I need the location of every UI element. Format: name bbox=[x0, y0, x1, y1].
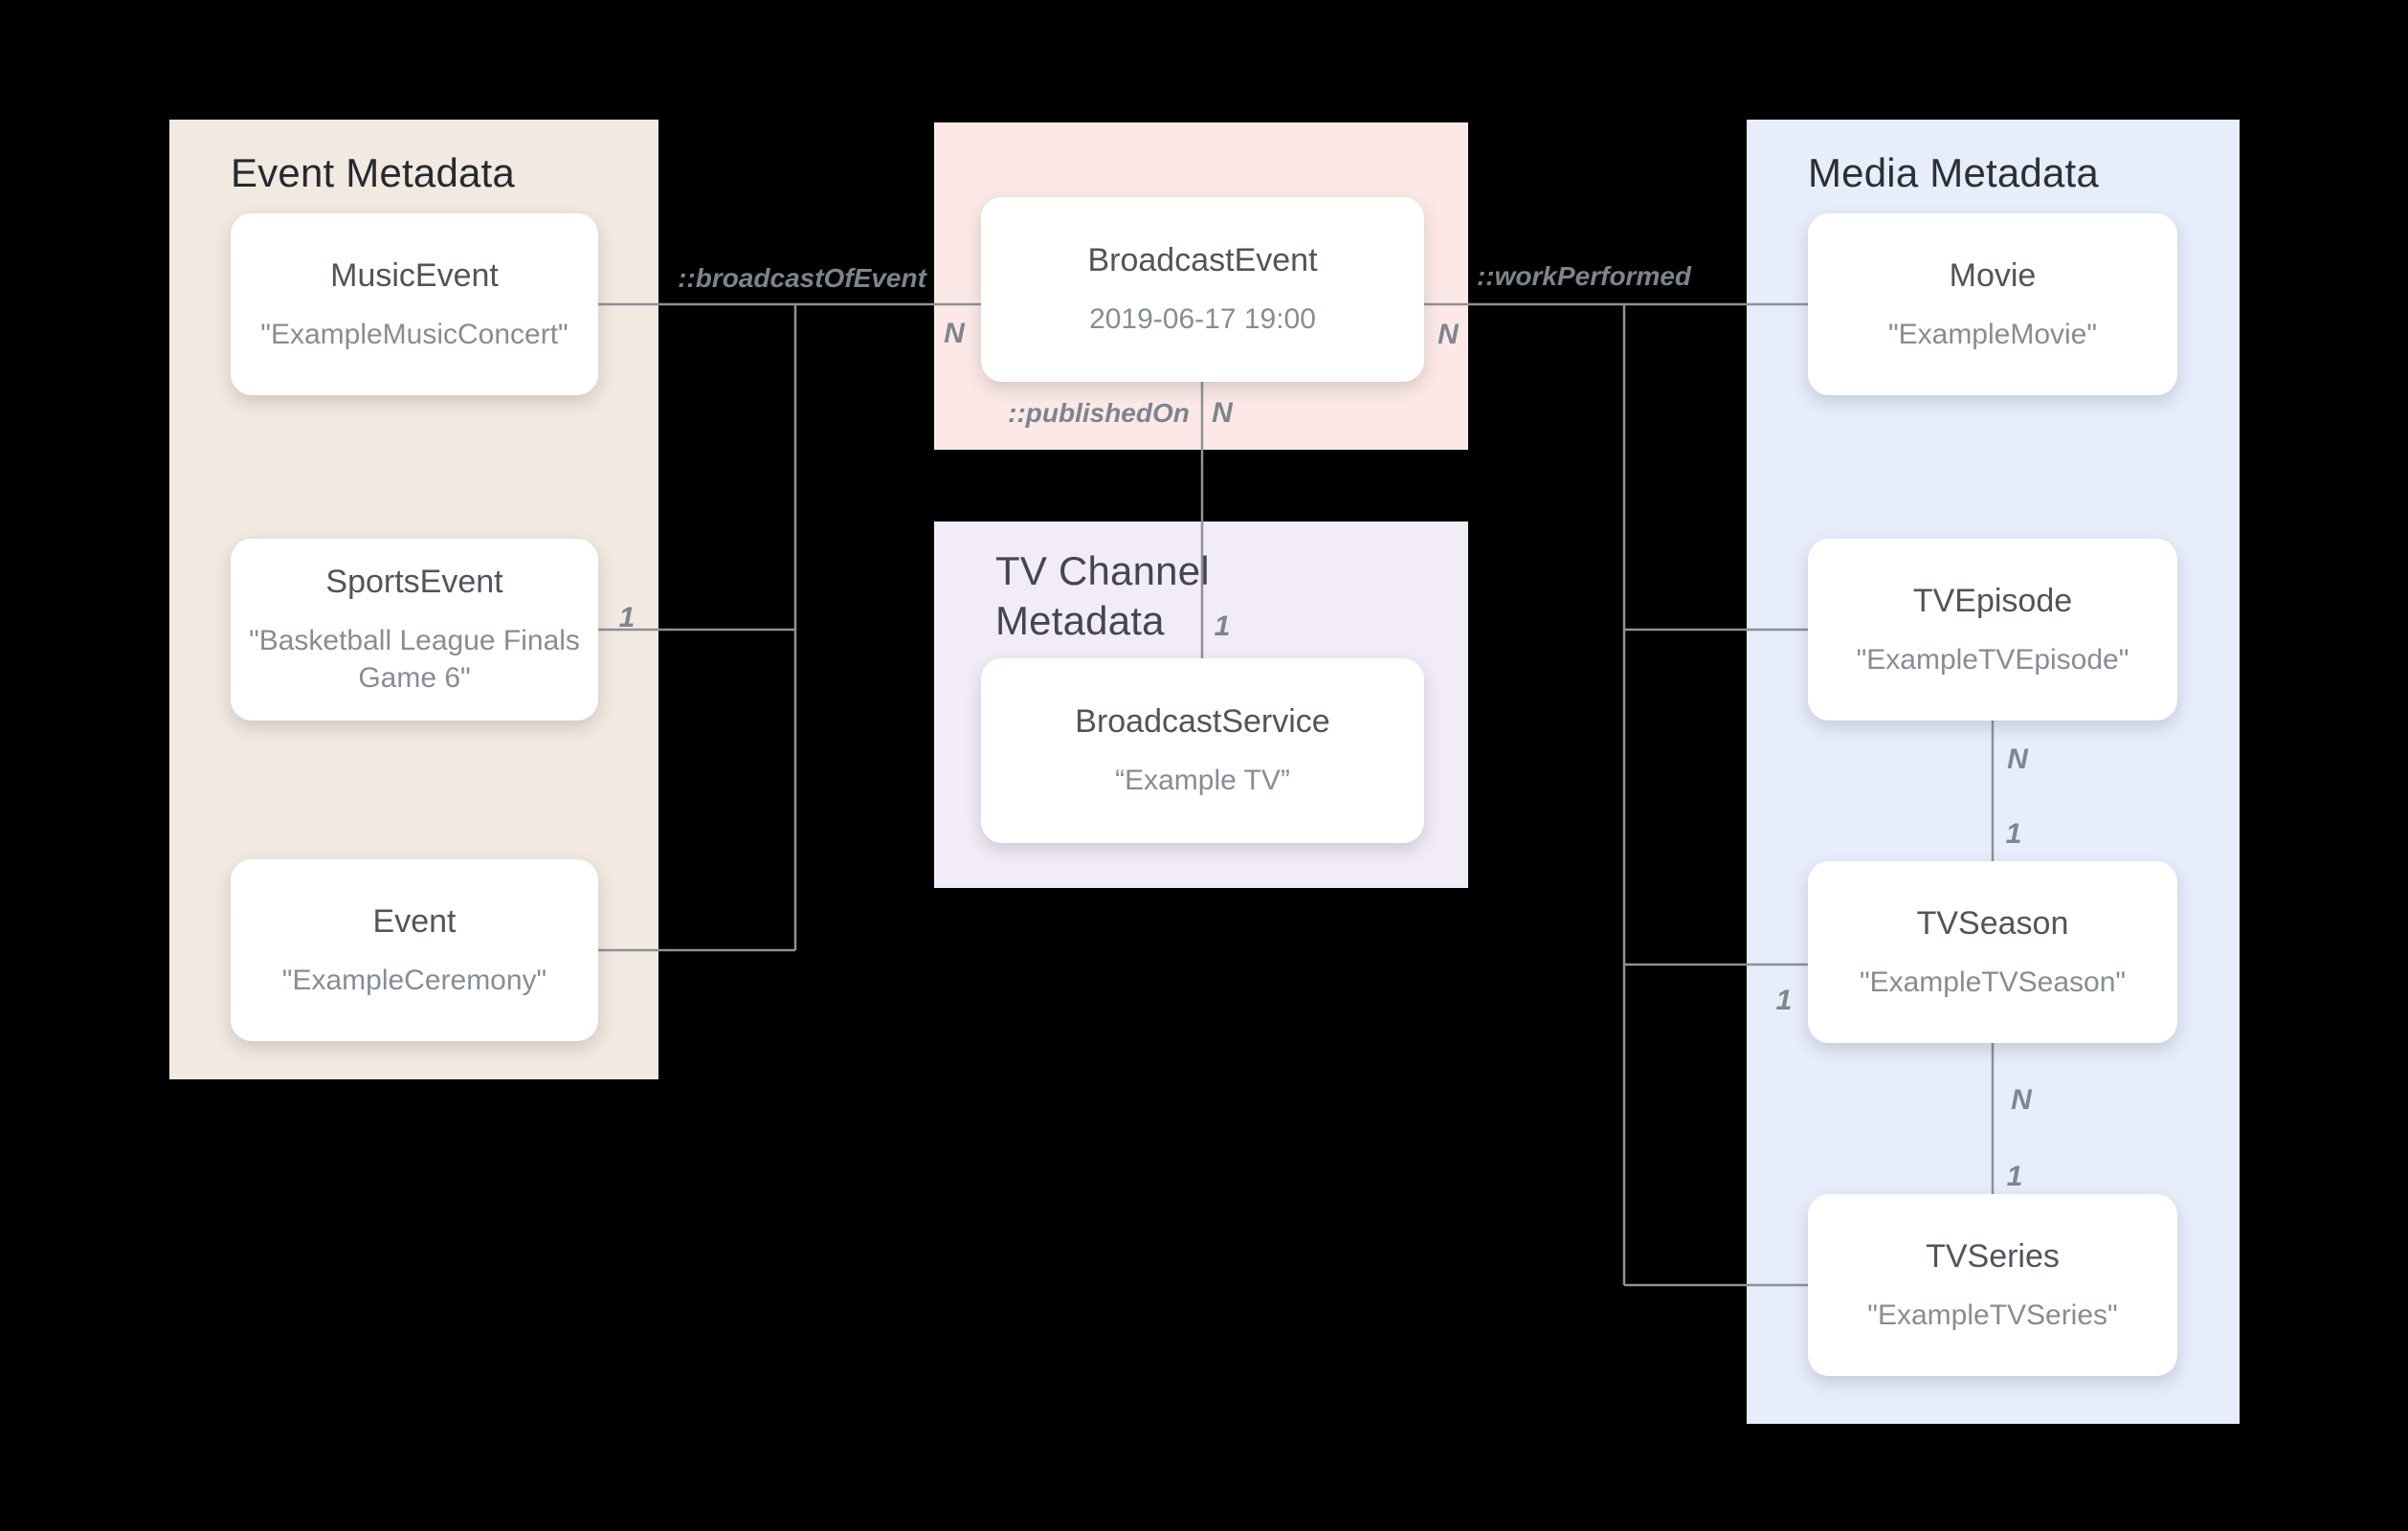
node-title: TVEpisode bbox=[1912, 582, 2073, 619]
node-subtitle: "ExampleMovie" bbox=[1887, 318, 2098, 350]
relation-label-broadcast-of-event: ::broadcastOfEvent bbox=[678, 263, 926, 293]
cardinality-published-on-1: 1 bbox=[1214, 610, 1231, 642]
node-title: Event bbox=[372, 902, 457, 940]
node-subtitle: "Basketball League Finals Game 6" bbox=[249, 625, 580, 694]
node-sports-event: SportsEvent "Basketball League Finals Ga… bbox=[231, 539, 598, 721]
node-title: TVSeries bbox=[1926, 1237, 2060, 1275]
node-subtitle: “Example TV” bbox=[1115, 765, 1290, 796]
cardinality-season-to-series-1: 1 bbox=[2006, 1161, 2023, 1192]
node-tv-episode: TVEpisode "ExampleTVEpisode" bbox=[1808, 539, 2177, 721]
node-tv-season: TVSeason "ExampleTVSeason" bbox=[1808, 861, 2177, 1043]
panel-title-tv-channel-metadata: TV Channel Metadata bbox=[995, 548, 1210, 643]
relation-label-work-performed: ::workPerformed bbox=[1476, 261, 1692, 291]
node-music-event: MusicEvent "ExampleMusicConcert" bbox=[231, 213, 598, 395]
cardinality-episode-to-season-n: N bbox=[2007, 743, 2028, 775]
node-subtitle: 2019-06-17 19:00 bbox=[1089, 303, 1316, 335]
cardinality-episode-to-season-1: 1 bbox=[2005, 818, 2022, 850]
cardinality-tv-season-1: 1 bbox=[1775, 985, 1793, 1016]
node-subtitle: "ExampleCeremony" bbox=[281, 964, 547, 996]
node-tv-series: TVSeries "ExampleTVSeries" bbox=[1808, 1194, 2177, 1376]
node-movie: Movie "ExampleMovie" bbox=[1808, 213, 2177, 395]
relation-label-published-on: ::publishedOn bbox=[1008, 398, 1190, 428]
node-title: BroadcastEvent bbox=[1087, 242, 1318, 278]
cardinality-season-to-series-n: N bbox=[2011, 1084, 2032, 1116]
node-subtitle: "ExampleTVSeries" bbox=[1867, 1298, 2118, 1331]
cardinality-published-on-n: N bbox=[1212, 397, 1233, 429]
node-subtitle: "ExampleTVSeason" bbox=[1859, 965, 2127, 998]
node-subtitle: "ExampleTVEpisode" bbox=[1856, 643, 2129, 676]
cardinality-broadcast-of-event-n: N bbox=[944, 318, 965, 349]
node-title: MusicEvent bbox=[330, 256, 499, 294]
panel-title-media-metadata: Media Metadata bbox=[1808, 150, 2099, 195]
node-broadcast-service: BroadcastService “Example TV” bbox=[981, 658, 1424, 843]
node-event: Event "ExampleCeremony" bbox=[231, 859, 598, 1041]
cardinality-work-performed-n: N bbox=[1438, 319, 1459, 350]
node-title: TVSeason bbox=[1916, 904, 2069, 942]
node-broadcast-event: BroadcastEvent 2019-06-17 19:00 bbox=[981, 197, 1424, 382]
node-title: BroadcastService bbox=[1075, 703, 1330, 740]
node-subtitle: "ExampleMusicConcert" bbox=[260, 318, 569, 350]
panel-title-event-metadata: Event Metadata bbox=[231, 150, 515, 195]
cardinality-sports-event-1: 1 bbox=[618, 602, 635, 633]
node-title: SportsEvent bbox=[325, 564, 503, 600]
node-title: Movie bbox=[1949, 256, 2037, 294]
